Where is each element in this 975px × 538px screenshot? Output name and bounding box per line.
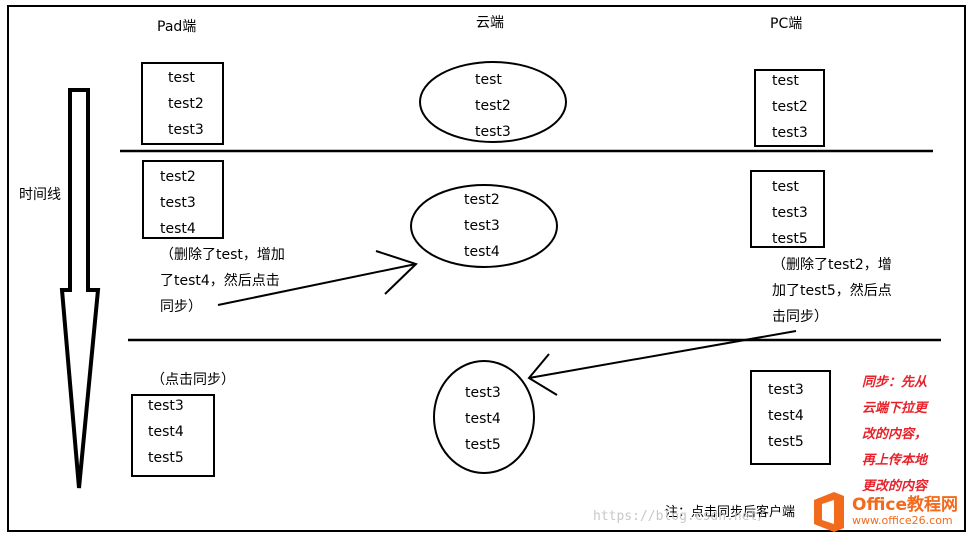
list-item: test	[772, 179, 799, 195]
pad-note-line-3: 同步）	[160, 299, 202, 315]
cloud-ellipse-3	[433, 360, 535, 474]
pc-to-cloud-arrow	[528, 330, 797, 379]
office-logo-icon	[814, 492, 844, 532]
list-item: test	[168, 70, 195, 86]
list-item: test4	[160, 221, 196, 237]
list-item: test5	[772, 231, 808, 247]
list-item: test2	[168, 96, 204, 112]
pad-to-cloud-arrowhead	[375, 250, 418, 295]
cloud-list-2: test2 test3 test4	[464, 187, 500, 265]
header-pc: PC端	[770, 16, 803, 32]
sync-note-line: 更改的内容	[862, 479, 928, 494]
pad-box-2	[142, 160, 224, 239]
list-item: test5	[148, 450, 184, 466]
watermark: https://blog.csdn.net/	[593, 509, 766, 524]
pc-note-line-3: 击同步）	[772, 309, 828, 325]
list-item: test2	[160, 169, 196, 185]
list-item: test2	[772, 99, 808, 115]
list-item: test3	[464, 218, 500, 234]
list-item: test5	[465, 437, 501, 453]
pc-note-line-1: （删除了test2，增	[772, 257, 892, 273]
pc-to-cloud-arrowhead	[527, 353, 558, 396]
pad-box-3	[131, 394, 215, 477]
pc-list-1: test test2 test3	[772, 68, 808, 146]
sync-note: 同步：先从 云端下拉更 改的内容， 再上传本地 更改的内容	[862, 370, 958, 500]
list-item: test3	[160, 195, 196, 211]
pad-list-3: test3 test4 test5	[148, 393, 184, 471]
pc-box-2	[750, 170, 825, 248]
list-item: test5	[768, 434, 804, 450]
list-item: test3	[772, 205, 808, 221]
list-item: test4	[464, 244, 500, 260]
diagram-frame	[7, 5, 966, 532]
sync-note-line: 改的内容，	[862, 427, 928, 442]
pc-box-1	[754, 69, 825, 147]
logo-name: Office教程网	[852, 495, 959, 515]
list-item: test3	[148, 398, 184, 414]
list-item: test3	[475, 124, 511, 140]
list-item: test2	[464, 192, 500, 208]
office-logo: Office教程网 www.office26.com	[808, 490, 970, 534]
cloud-ellipse-2	[410, 184, 558, 268]
pad-note-2: （删除了test，增加 了test4，然后点击 同步）	[160, 242, 285, 320]
logo-url: www.office26.com	[852, 514, 953, 527]
pad-to-cloud-arrow	[217, 263, 417, 306]
pad-note-3: （点击同步）	[151, 372, 235, 388]
cloud-list-3: test3 test4 test5	[465, 380, 501, 458]
cloud-list-1: test test2 test3	[475, 67, 511, 145]
pc-list-3: test3 test4 test5	[768, 377, 804, 455]
header-pad: Pad端	[157, 19, 197, 35]
timeline-arrow	[59, 88, 101, 489]
header-cloud: 云端	[476, 15, 504, 31]
list-item: test4	[465, 411, 501, 427]
sync-note-line: 云端下拉更	[862, 401, 928, 416]
pc-box-3	[750, 370, 831, 465]
list-item: test	[772, 73, 799, 89]
sync-note-line: 再上传本地	[862, 453, 928, 468]
pad-note-line-2: 了test4，然后点击	[160, 273, 280, 289]
list-item: test3	[465, 385, 501, 401]
pc-note-line-2: 加了test5，然后点	[772, 283, 892, 299]
pad-box-1	[141, 62, 224, 145]
list-item: test4	[148, 424, 184, 440]
list-item: test	[475, 72, 502, 88]
sync-note-line: 同步：先从	[862, 375, 928, 390]
list-item: test3	[168, 122, 204, 138]
pad-list-1: test test2 test3	[168, 65, 204, 143]
list-item: test3	[772, 125, 808, 141]
list-item: test2	[475, 98, 511, 114]
timeline-label: 时间线	[19, 187, 61, 203]
pc-note-2: （删除了test2，增 加了test5，然后点 击同步）	[772, 252, 892, 330]
pad-list-2: test2 test3 test4	[160, 164, 196, 242]
footer-note: 注：点击同步后客户端	[665, 505, 796, 520]
pad-note-line-1: （删除了test，增加	[160, 247, 285, 263]
pc-list-2: test test3 test5	[772, 174, 808, 252]
cloud-ellipse-1	[419, 61, 567, 143]
list-item: test3	[768, 382, 804, 398]
list-item: test4	[768, 408, 804, 424]
